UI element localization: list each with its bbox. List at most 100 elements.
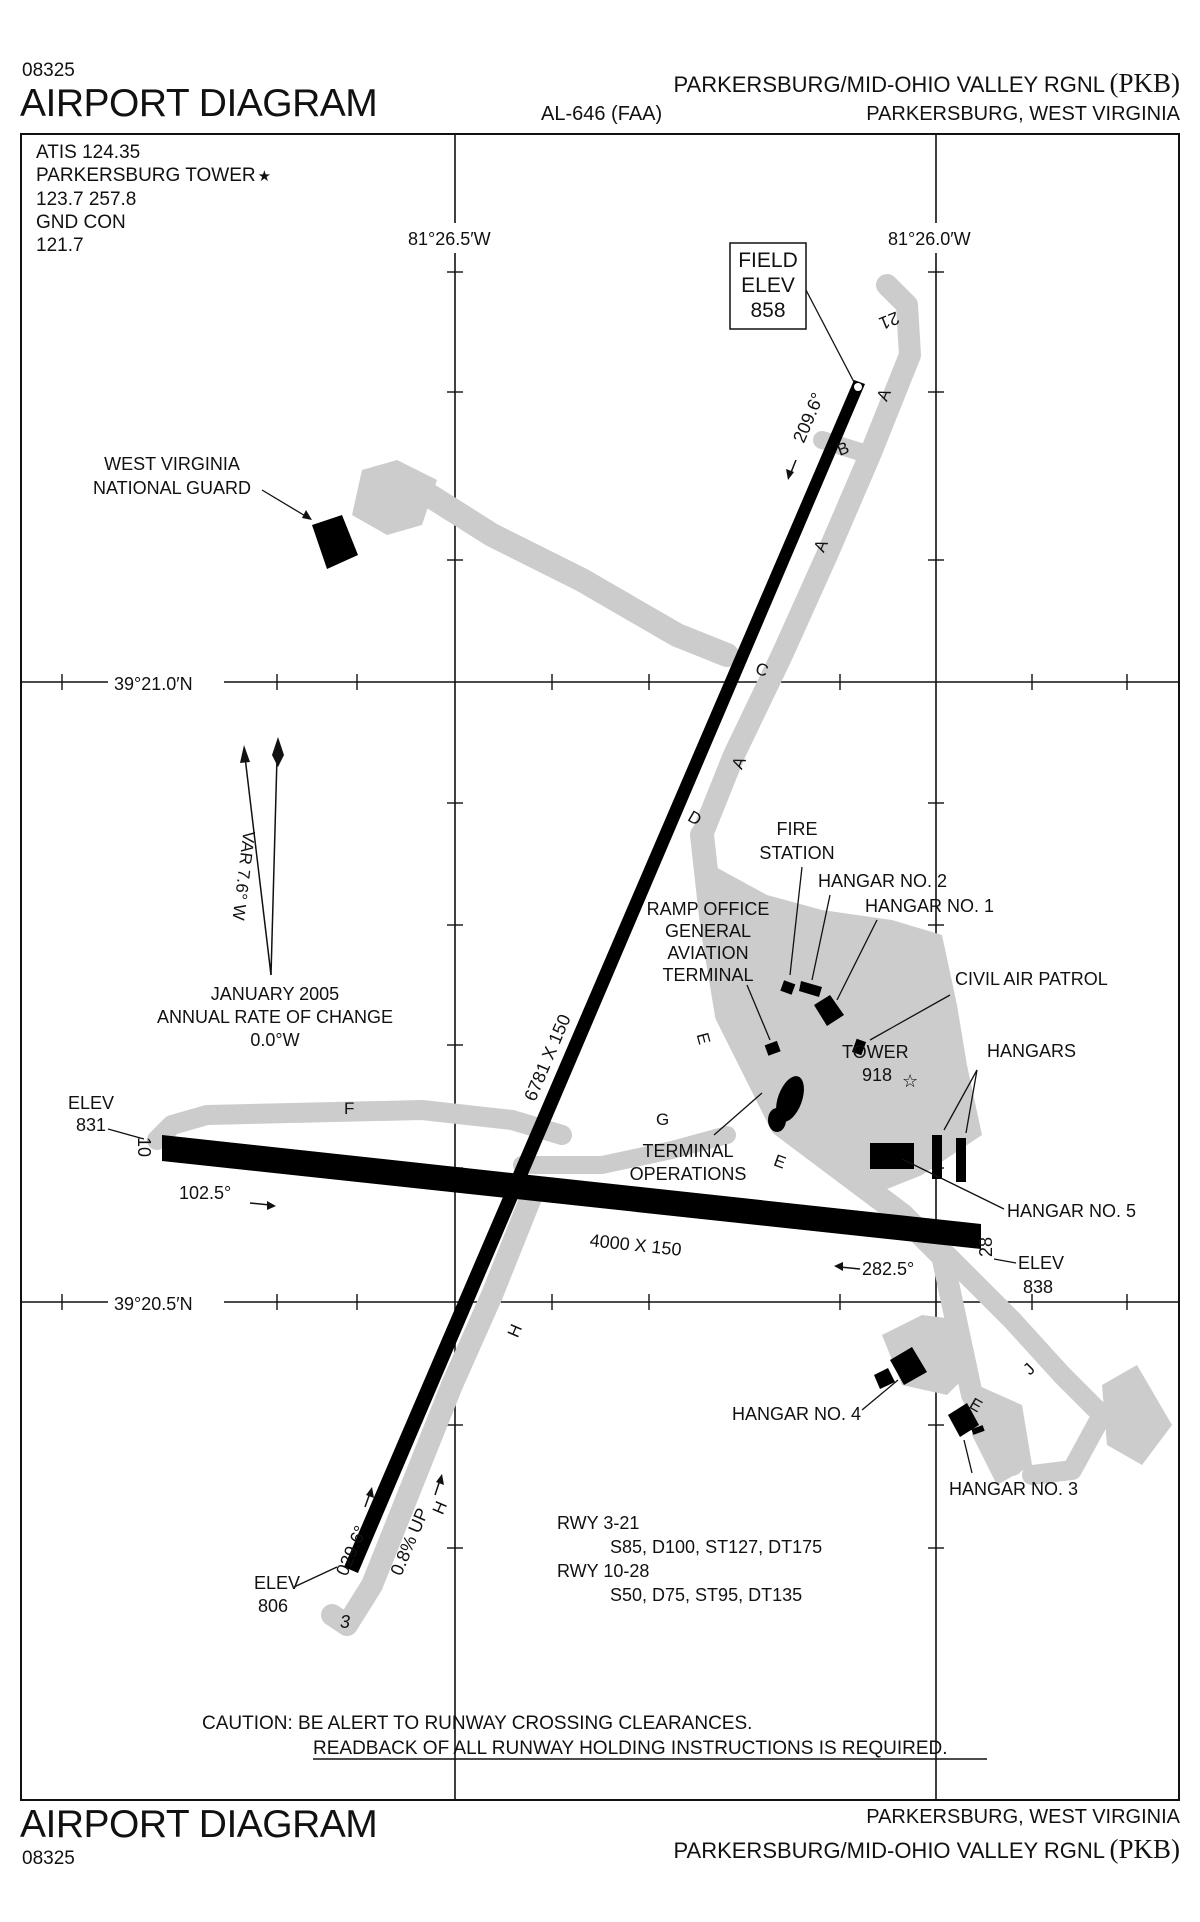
longitude-west-label: 81°26.5′W [408, 229, 491, 249]
runway-10-28-surface [162, 1135, 981, 1249]
chart-number: 08325 [22, 60, 75, 81]
svg-text:ANNUAL RATE OF CHANGE: ANNUAL RATE OF CHANGE [157, 1007, 393, 1027]
runway-21-end-marker [854, 383, 862, 391]
svg-text:HANGAR NO. 3: HANGAR NO. 3 [949, 1479, 1078, 1499]
svg-text:FIRE: FIRE [776, 819, 817, 839]
runway-10-elevation: ELEV 831 [68, 1093, 145, 1140]
svg-text:0.0°W: 0.0°W [250, 1030, 299, 1050]
svg-text:S85, D100, ST127, DT175: S85, D100, ST127, DT175 [610, 1537, 822, 1557]
taxiway-f [147, 1100, 572, 1150]
svg-text:TERMINAL: TERMINAL [662, 965, 753, 985]
frequency-block: ATIS 124.35 PARKERSBURG TOWER★ 123.7 257… [36, 141, 271, 257]
caution-note: CAUTION: BE ALERT TO RUNWAY CROSSING CLE… [202, 1713, 987, 1760]
svg-text:WEST VIRGINIA: WEST VIRGINIA [104, 454, 240, 474]
svg-text:282.5°: 282.5° [862, 1259, 914, 1279]
runway-10-28 [162, 1135, 981, 1249]
fire-station-building [780, 980, 796, 995]
taxiway-e-label-2: E [771, 1151, 788, 1173]
svg-text:S50, D75, ST95, DT135: S50, D75, ST95, DT135 [610, 1585, 802, 1605]
svg-text:HANGAR NO. 5: HANGAR NO. 5 [1007, 1201, 1136, 1221]
southeast-apron [1102, 1365, 1172, 1465]
national-guard-building [312, 515, 358, 569]
heading-029-6: 029.6° [332, 1487, 374, 1579]
ground-control-label: GND CON [36, 212, 126, 233]
svg-text:RWY 10-28: RWY 10-28 [557, 1561, 649, 1581]
taxiway-j-label: J [1019, 1359, 1038, 1378]
svg-text:GENERAL: GENERAL [665, 921, 751, 941]
svg-text:831: 831 [76, 1115, 106, 1135]
heading-282-5: 282.5° [834, 1259, 914, 1279]
terminal-operations-building [768, 1108, 786, 1132]
terminal-building [776, 1076, 804, 1122]
svg-text:RWY 3-21: RWY 3-21 [557, 1513, 639, 1533]
runway-3-elevation: ELEV 806 [254, 1566, 338, 1616]
airport-id: (PKB) [1109, 68, 1180, 98]
chart-title: AIRPORT DIAGRAM [20, 82, 378, 125]
footer-airport-name-line: PARKERSBURG/MID-OHIO VALLEY RGNL (PKB) [673, 1834, 1180, 1865]
j-apron [972, 1385, 1032, 1485]
svg-text:HANGAR NO. 2: HANGAR NO. 2 [818, 871, 947, 891]
svg-text:ELEV: ELEV [741, 274, 795, 297]
taxiway-h-label-2: H [429, 1498, 451, 1517]
taxiway-f-label: F [344, 1099, 354, 1118]
tower-icon: ☆ [902, 1071, 918, 1092]
grid-ticks [61, 271, 1128, 1549]
svg-text:ELEV: ELEV [1018, 1253, 1064, 1273]
taxiway-g-label: G [656, 1110, 669, 1129]
airport-name-line: PARKERSBURG/MID-OHIO VALLEY RGNL (PKB) [673, 68, 1180, 99]
weight-bearing: RWY 3-21 S85, D100, ST127, DT175 RWY 10-… [557, 1513, 822, 1605]
hangars-building-1 [932, 1135, 942, 1179]
svg-text:838: 838 [1023, 1277, 1053, 1297]
svg-text:RAMP OFFICE: RAMP OFFICE [647, 899, 770, 919]
hangar-no-5-building [870, 1143, 914, 1169]
hangar-no-3-annex [971, 1425, 985, 1435]
svg-text:806: 806 [258, 1596, 288, 1616]
svg-text:JANUARY 2005: JANUARY 2005 [211, 984, 339, 1004]
footer-airport-id: (PKB) [1109, 1834, 1180, 1864]
svg-text:FIELD: FIELD [738, 249, 798, 272]
hangars-building-2 [956, 1138, 966, 1182]
svg-text:TOWER: TOWER [842, 1042, 909, 1062]
hangar-no-2-building [799, 981, 822, 997]
civil-air-patrol-building [851, 1038, 867, 1056]
svg-text:918: 918 [862, 1065, 892, 1085]
taxiway-h [321, 1184, 543, 1636]
svg-text:ELEV: ELEV [68, 1093, 114, 1113]
svg-text:AVIATION: AVIATION [667, 943, 748, 963]
svg-text:VAR 7.6° W: VAR 7.6° W [229, 830, 259, 921]
footer-city-state: PARKERSBURG, WEST VIRGINIA [866, 1806, 1180, 1828]
svg-text:READBACK OF ALL RUNWAY HOLDING: READBACK OF ALL RUNWAY HOLDING INSTRUCTI… [313, 1738, 948, 1759]
taxiway-c-and-guard-ramp [385, 463, 739, 667]
latlon-grid [22, 135, 1178, 1799]
taxiway-a [691, 274, 921, 846]
procedure-id: AL-646 (FAA) [541, 103, 663, 125]
taxiway-g [513, 1126, 736, 1174]
tower-name: PARKERSBURG TOWER★ [36, 165, 272, 186]
taxiway-j [937, 1245, 1112, 1485]
hangar-no-4-building-large [890, 1347, 927, 1385]
runway-3-end-label: 3 [340, 1612, 350, 1632]
runway-10-end-label: 10 [134, 1137, 154, 1157]
runway-28-elevation: ELEV 838 [993, 1253, 1064, 1297]
magnetic-variation: VAR 7.6° W JANUARY 2005 ANNUAL RATE OF C… [157, 737, 393, 1050]
airport-name: PARKERSBURG/MID-OHIO VALLEY RGNL [673, 72, 1106, 97]
latitude-south-label: 39°20.5′N [114, 1294, 193, 1314]
svg-text:CAUTION: BE ALERT TO RUNWAY CR: CAUTION: BE ALERT TO RUNWAY CROSSING CLE… [202, 1713, 752, 1734]
footer-title: AIRPORT DIAGRAM [20, 1803, 378, 1846]
runway-3-21 [344, 380, 865, 1573]
ground-control-frequency: 121.7 [36, 235, 84, 256]
svg-text:OPERATIONS: OPERATIONS [630, 1164, 747, 1184]
svg-text:HANGARS: HANGARS [987, 1041, 1076, 1061]
taxiway-c-label: C [753, 659, 771, 681]
svg-text:ELEV: ELEV [254, 1573, 300, 1593]
tower-star-icon: ★ [257, 168, 272, 185]
svg-text:STATION: STATION [759, 843, 834, 863]
svg-text:HANGAR NO. 4: HANGAR NO. 4 [732, 1404, 861, 1424]
taxiway-e-label: E [693, 1031, 714, 1047]
city-state: PARKERSBURG, WEST VIRGINIA [866, 103, 1180, 125]
ga-terminal-building [764, 1040, 781, 1056]
runway-3-21-surface [344, 380, 865, 1573]
ga-ramp [822, 935, 927, 995]
facility-labels: WEST VIRGINIA NATIONAL GUARD FIRE STATIO… [93, 454, 1136, 1499]
svg-text:102.5°: 102.5° [179, 1183, 231, 1203]
